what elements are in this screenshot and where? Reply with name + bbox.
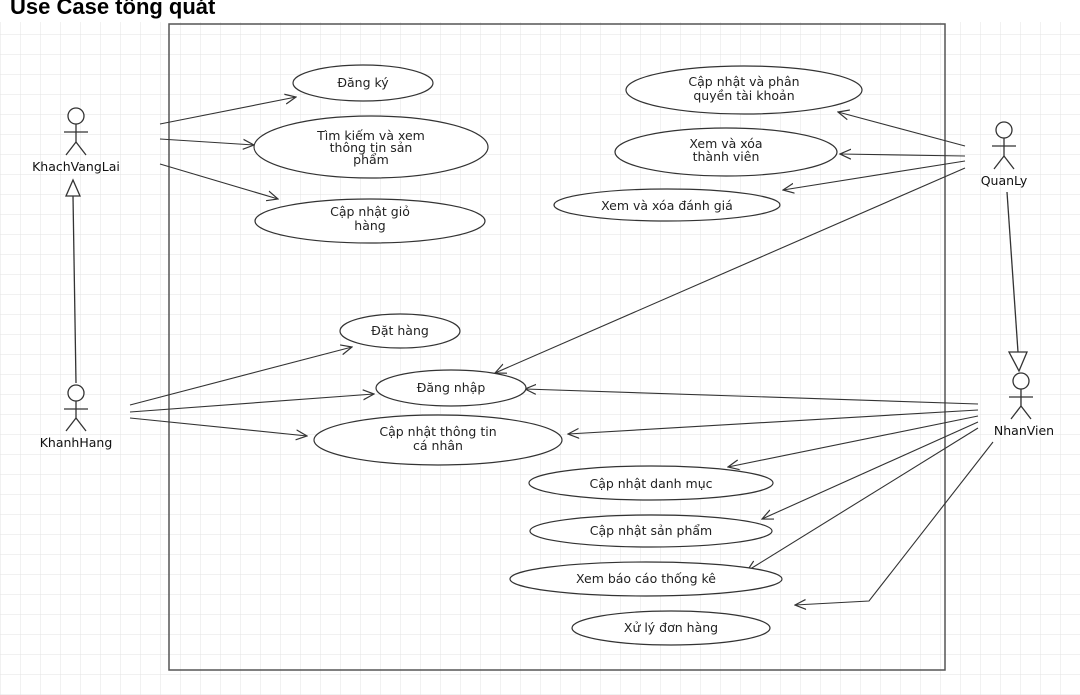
actor-khanhhang [64, 384, 88, 432]
use-case-label: Xem báo cáo thống kê [576, 571, 716, 586]
actor-label-khanhhang: KhanhHang [40, 435, 113, 450]
use-case-label: Đăng nhập [417, 380, 486, 395]
use-case-label: Xem và xóa đánh giá [601, 198, 733, 213]
actor-label-nhanvien: NhanVien [994, 423, 1054, 438]
diagram-title: Use Case tổng quát [10, 0, 216, 19]
use-case-label: Xem và xóa [689, 136, 762, 151]
use-case-label: Đăng ký [337, 75, 389, 90]
use-case-cap-nhat-san-pham: Cập nhật sản phẩm [529, 514, 773, 548]
use-case-xem-xoa-thanh-vien: Xem và xóa thành viên [614, 127, 838, 177]
use-case-dang-nhap: Đăng nhập [375, 369, 527, 407]
use-case-tim-kiem: Tìm kiếm và xem thông tin sản phẩm [253, 115, 489, 179]
use-case-label: Tìm kiếm và xem [316, 128, 425, 143]
use-case-label: Cập nhật thông tin [379, 424, 496, 439]
actor-khachvanglai [64, 107, 88, 156]
use-case-cap-nhat-danh-muc: Cập nhật danh mục [528, 465, 774, 501]
use-case-xem-xoa-danh-gia: Xem và xóa đánh giá [553, 188, 781, 222]
associations [129, 97, 994, 605]
actor-quanly [992, 121, 1016, 170]
use-case-cap-nhat-phan-quyen: Cập nhật và phân quyền tài khoản [625, 65, 863, 115]
use-case-label: thành viên [693, 149, 760, 164]
use-case-cap-nhat-gio-hang: Cập nhật giỏ hàng [254, 198, 486, 244]
use-case-label: cá nhân [413, 438, 463, 453]
use-case-xem-bao-cao: Xem báo cáo thống kê [509, 561, 783, 597]
use-case-label: Cập nhật danh mục [589, 476, 712, 491]
use-case-label: Đặt hàng [371, 323, 429, 338]
actor-nhanvien [1009, 372, 1033, 420]
use-case-label: Cập nhật sản phẩm [590, 523, 712, 538]
use-case-label: Xử lý đơn hàng [624, 620, 718, 635]
use-case-label: quyền tài khoản [693, 88, 794, 103]
use-case-label: Cập nhật giỏ [330, 204, 410, 219]
generalization-khanhhang-khachvanglai [65, 178, 81, 384]
system-boundary [168, 23, 946, 671]
use-case-dat-hang: Đặt hàng [339, 313, 461, 349]
use-case-label: thông tin sản [330, 140, 413, 155]
actor-label-quanly: QuanLy [981, 173, 1028, 188]
grid-background [0, 22, 1080, 695]
use-case-dang-ky: Đăng ký [292, 64, 434, 102]
use-case-label: hàng [354, 218, 385, 233]
use-case-xu-ly-don-hang: Xử lý đơn hàng [571, 610, 771, 646]
generalization-quanly-nhanvien [1006, 191, 1028, 373]
use-case-label: Cập nhật và phân [688, 74, 799, 89]
use-case-cap-nhat-thong-tin: Cập nhật thông tin cá nhân [313, 414, 563, 466]
use-case-label: phẩm [353, 152, 389, 167]
actor-label-khachvanglai: KhachVangLai [32, 159, 120, 174]
